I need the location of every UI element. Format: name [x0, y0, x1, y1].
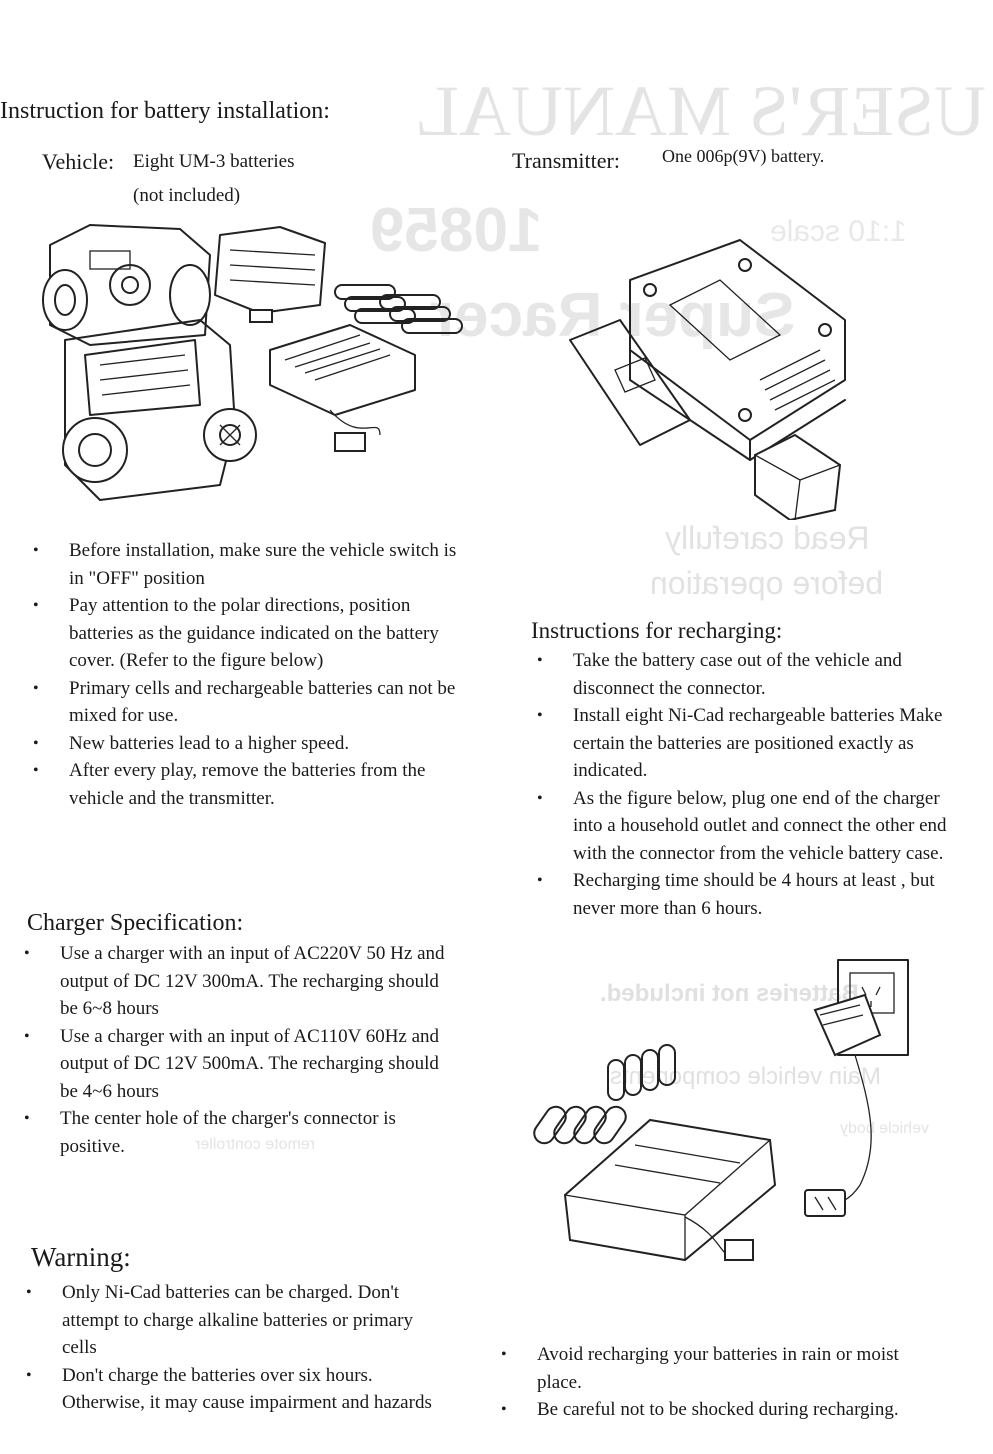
list-item: After every play, remove the batteries f… — [33, 757, 469, 812]
battery-install-title: Instruction for battery installation: — [0, 98, 330, 124]
bleed-read-line2: before operation — [650, 565, 884, 601]
vehicle-value: Eight UM-3 batteries — [133, 151, 295, 172]
recharging-bullets: Take the battery case out of the vehicle… — [537, 647, 963, 922]
list-item: Use a charger with an input of AC110V 60… — [24, 1023, 450, 1106]
warning-bullets: Only Ni-Cad batteries can be charged. Do… — [26, 1279, 432, 1417]
list-item: The center hole of the charger's connect… — [24, 1105, 450, 1160]
list-item: Don't charge the batteries over six hour… — [26, 1362, 432, 1417]
list-item: Use a charger with an input of AC220V 50… — [24, 940, 450, 1023]
transmitter-value: One 006p(9V) battery. — [662, 146, 825, 166]
list-item: Before installation, make sure the vehic… — [33, 537, 469, 592]
bleed-read-line1: Read carefully — [665, 520, 870, 556]
list-item: Install eight Ni-Cad rechargeable batter… — [537, 702, 963, 785]
list-item: Pay attention to the polar directions, p… — [33, 592, 469, 675]
recharging-safety-bullets: Avoid recharging your batteries in rain … — [501, 1341, 937, 1424]
bleed-manual-title: USER'S MANUAL — [415, 71, 987, 151]
list-item: Avoid recharging your batteries in rain … — [501, 1341, 937, 1396]
transmitter-label: Transmitter: — [512, 148, 620, 173]
charger-spec-bullets: Use a charger with an input of AC220V 50… — [24, 940, 450, 1160]
warning-title: Warning: — [31, 1242, 131, 1272]
list-item: Only Ni-Cad batteries can be charged. Do… — [26, 1279, 432, 1362]
transmitter-battery-illustration — [569, 239, 846, 520]
recharging-title: Instructions for recharging: — [531, 618, 783, 643]
list-item: As the figure below, plug one end of the… — [537, 785, 963, 868]
list-item: Take the battery case out of the vehicle… — [537, 647, 963, 702]
charger-illustration — [533, 959, 909, 1262]
vehicle-label: Vehicle: — [42, 149, 115, 174]
charger-spec-title: Charger Specification: — [27, 910, 244, 936]
list-item: Be careful not to be shocked during rech… — [501, 1396, 937, 1424]
vehicle-battery-illustration — [42, 224, 463, 501]
battery-install-bullets: Before installation, make sure the vehic… — [33, 537, 469, 812]
vehicle-note: (not included) — [133, 185, 241, 206]
list-item: New batteries lead to a higher speed. — [33, 730, 469, 758]
list-item: Recharging time should be 4 hours at lea… — [537, 867, 963, 922]
list-item: Primary cells and rechargeable batteries… — [33, 675, 469, 730]
